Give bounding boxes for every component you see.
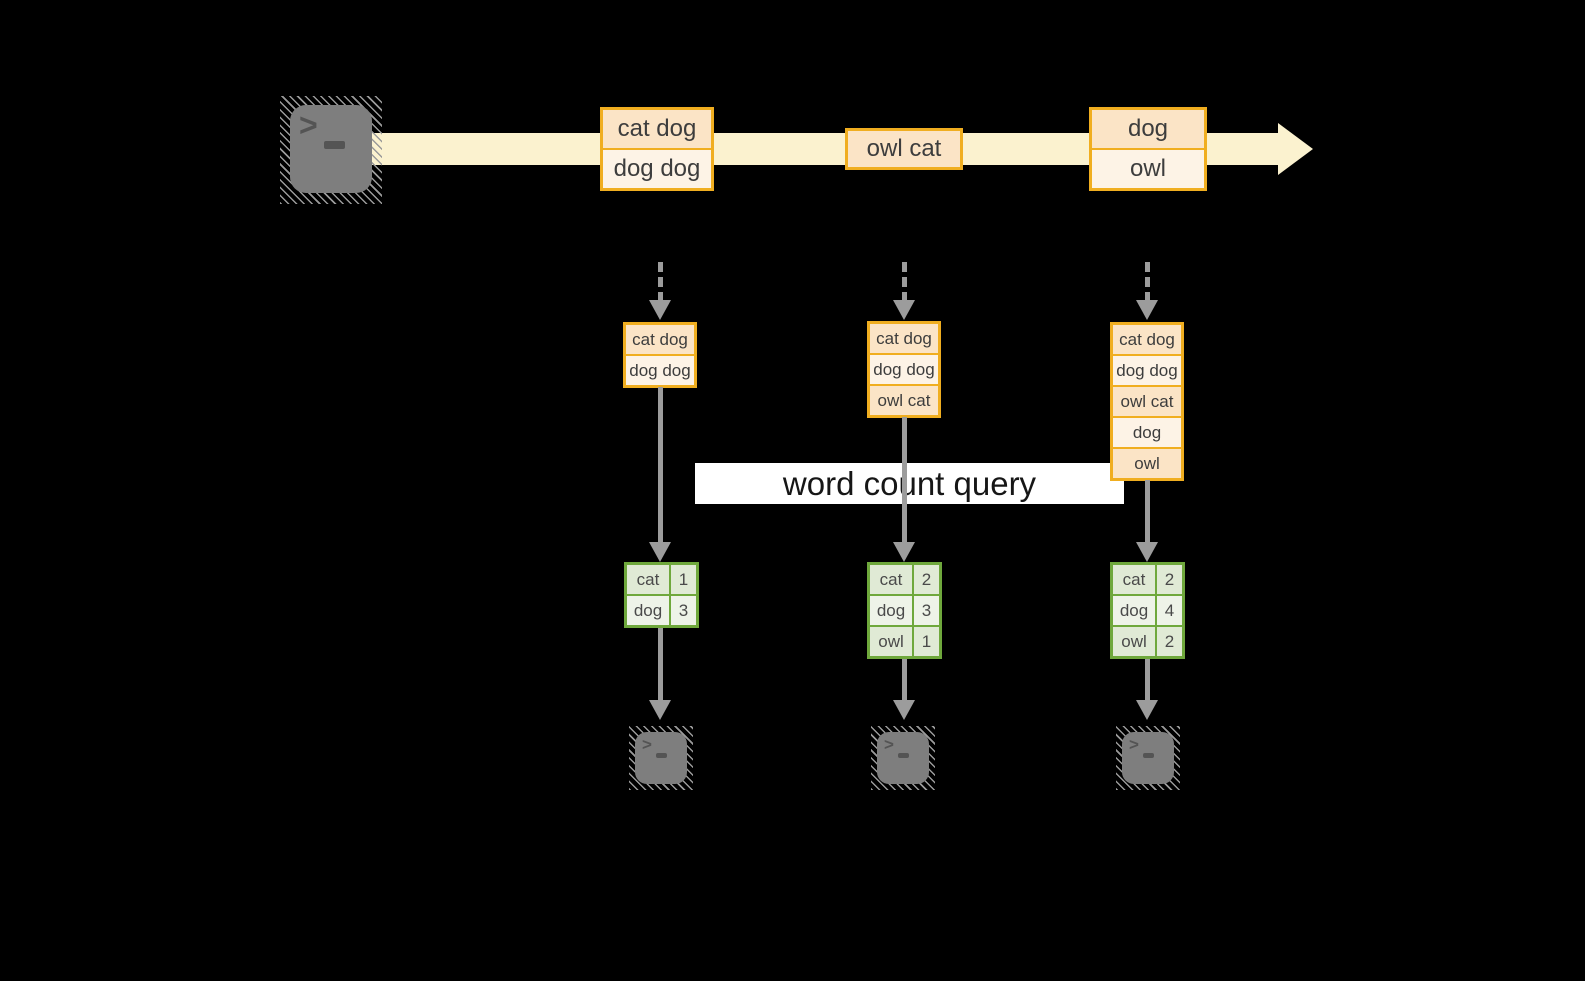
terminal-prompt-icon: >: [1129, 735, 1139, 754]
table-row: dog 3: [870, 594, 939, 625]
count-cell: 1: [678, 570, 689, 589]
count-table-2: cat 2 dog 3 owl 1: [867, 562, 942, 659]
sink-terminal-icon-1: >: [629, 726, 693, 790]
terminal-screen: >: [1122, 732, 1174, 784]
word-cell: dog: [1113, 596, 1157, 625]
buffer-line: dog dog: [870, 353, 938, 384]
buffer-line: cat dog: [870, 324, 938, 353]
terminal-prompt-icon: >: [642, 735, 652, 754]
terminal-cursor-icon: [1143, 753, 1154, 758]
count-cell: 4: [1164, 601, 1175, 620]
terminal-screen: >: [877, 732, 929, 784]
count-cell: 3: [678, 601, 689, 620]
count-cell: 2: [1164, 570, 1175, 589]
stream-record-2: owl cat: [845, 128, 963, 170]
connector-line: [658, 628, 663, 702]
table-row: dog 4: [1113, 594, 1182, 625]
record-line: dog dog: [603, 148, 711, 188]
source-terminal-icon: >: [280, 96, 382, 204]
buffer-line: owl cat: [870, 384, 938, 415]
dashed-arrowhead-3: [1136, 300, 1158, 320]
connector-arrowhead: [1136, 542, 1158, 562]
table-row: cat 2: [1113, 565, 1182, 594]
table-row: dog 3: [627, 594, 696, 625]
connector-line: [902, 417, 907, 545]
connector-arrowhead: [893, 542, 915, 562]
connector-line: [902, 659, 907, 702]
dashed-arrowhead-1: [649, 300, 671, 320]
word-cell: cat: [627, 565, 671, 594]
terminal-screen: >: [290, 105, 372, 193]
query-label: word count query: [695, 463, 1124, 504]
buffer-line: cat dog: [626, 325, 694, 354]
count-table-1: cat 1 dog 3: [624, 562, 699, 628]
table-row: owl 2: [1113, 625, 1182, 656]
table-row: cat 2: [870, 565, 939, 594]
dashed-arrow-1: [658, 262, 663, 302]
connector-line: [1145, 480, 1150, 545]
terminal-prompt-icon: >: [884, 735, 894, 754]
count-cell: 2: [1164, 632, 1175, 651]
sink-terminal-icon-3: >: [1116, 726, 1180, 790]
count-cell: 3: [921, 601, 932, 620]
record-line: owl: [1092, 148, 1204, 188]
stream-arrowhead-icon: [1278, 123, 1313, 175]
terminal-screen: >: [635, 732, 687, 784]
table-row: cat 1: [627, 565, 696, 594]
buffer-stack-2: cat dog dog dog owl cat: [867, 321, 941, 418]
word-cell: cat: [1113, 565, 1157, 594]
terminal-prompt-icon: >: [299, 107, 318, 143]
count-table-3: cat 2 dog 4 owl 2: [1110, 562, 1185, 659]
sink-terminal-icon-2: >: [871, 726, 935, 790]
terminal-cursor-icon: [656, 753, 667, 758]
record-line: cat dog: [603, 110, 711, 148]
record-line: dog: [1092, 110, 1204, 148]
buffer-stack-3: cat dog dog dog owl cat dog owl: [1110, 322, 1184, 481]
buffer-line: owl: [1113, 447, 1181, 478]
stream-record-3: dog owl: [1089, 107, 1207, 191]
dashed-arrowhead-2: [893, 300, 915, 320]
word-cell: dog: [627, 596, 671, 625]
terminal-cursor-icon: [898, 753, 909, 758]
connector-arrowhead: [649, 542, 671, 562]
connector-arrowhead: [1136, 700, 1158, 720]
connector-line: [658, 387, 663, 545]
word-cell: owl: [1113, 627, 1157, 656]
connector-line: [1145, 659, 1150, 702]
record-line: owl cat: [848, 131, 960, 167]
word-cell: cat: [870, 565, 914, 594]
word-cell: dog: [870, 596, 914, 625]
word-cell: owl: [870, 627, 914, 656]
table-row: owl 1: [870, 625, 939, 656]
dashed-arrow-3: [1145, 262, 1150, 302]
buffer-line: owl cat: [1113, 385, 1181, 416]
buffer-line: dog dog: [1113, 354, 1181, 385]
stream-record-1: cat dog dog dog: [600, 107, 714, 191]
dashed-arrow-2: [902, 262, 907, 302]
connector-arrowhead: [649, 700, 671, 720]
buffer-line: dog dog: [626, 354, 694, 385]
terminal-cursor-icon: [324, 141, 345, 149]
buffer-line: dog: [1113, 416, 1181, 447]
count-cell: 1: [921, 632, 932, 651]
connector-arrowhead: [893, 700, 915, 720]
buffer-line: cat dog: [1113, 325, 1181, 354]
buffer-stack-1: cat dog dog dog: [623, 322, 697, 388]
count-cell: 2: [921, 570, 932, 589]
